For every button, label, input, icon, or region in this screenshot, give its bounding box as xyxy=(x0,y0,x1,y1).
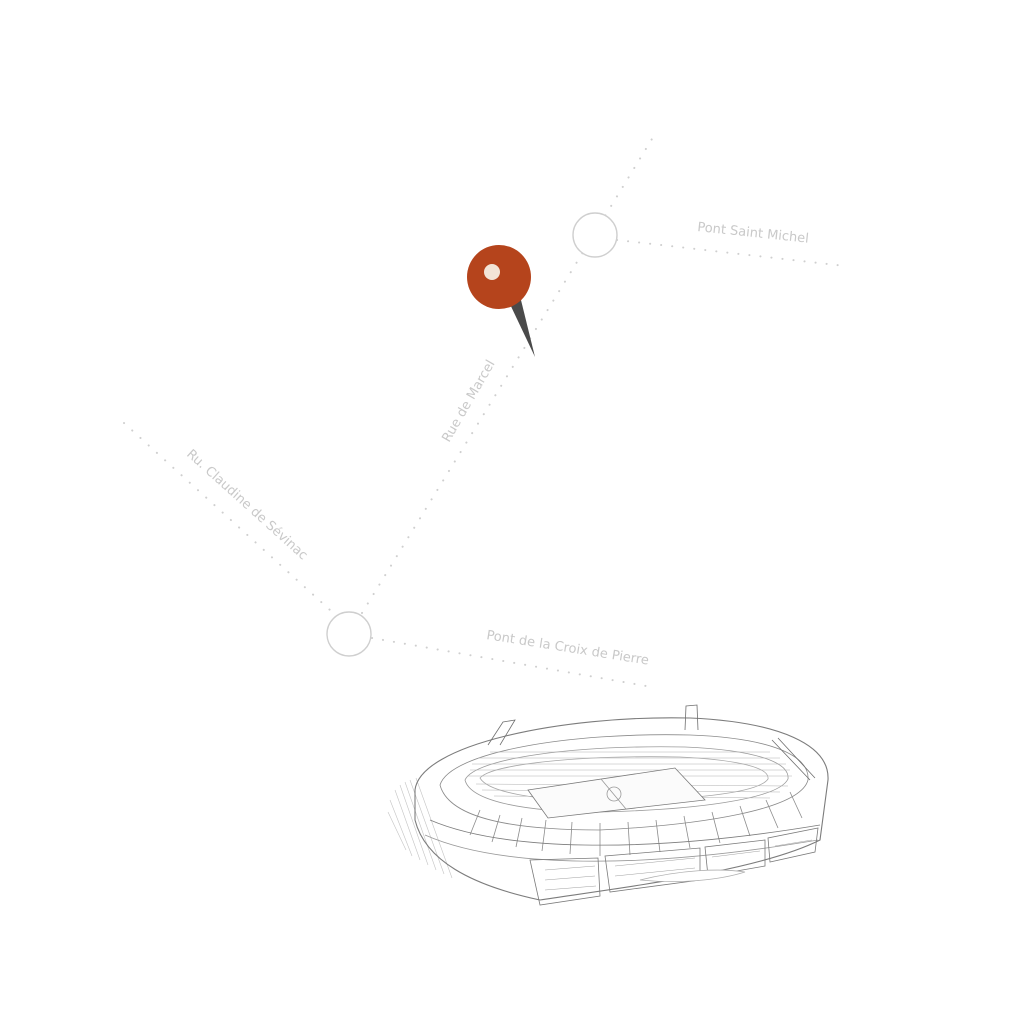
route-pont-saint-michel xyxy=(616,239,846,267)
route-network xyxy=(123,133,846,688)
street-label-pont-croix-de-pierre: Pont de la Croix de Pierre xyxy=(485,628,649,668)
pin-head xyxy=(467,245,531,309)
stadium-illustration xyxy=(387,704,829,906)
route-rue-claudine xyxy=(123,422,331,611)
street-label-pont-saint-michel: Pont Saint Michel xyxy=(697,220,810,247)
intersection-node-south[interactable] xyxy=(326,611,372,657)
pin-needle xyxy=(508,296,535,357)
street-label-rue-de-marcel: Rue de Marcel xyxy=(439,358,498,445)
pin-highlight xyxy=(484,264,500,280)
route-rue-de-marcel xyxy=(361,133,656,614)
intersection-node-north[interactable] xyxy=(572,212,618,258)
street-label-rue-claudine: Ru. Claudine de Sévinac xyxy=(183,447,310,563)
map-pin-icon[interactable] xyxy=(467,245,535,357)
